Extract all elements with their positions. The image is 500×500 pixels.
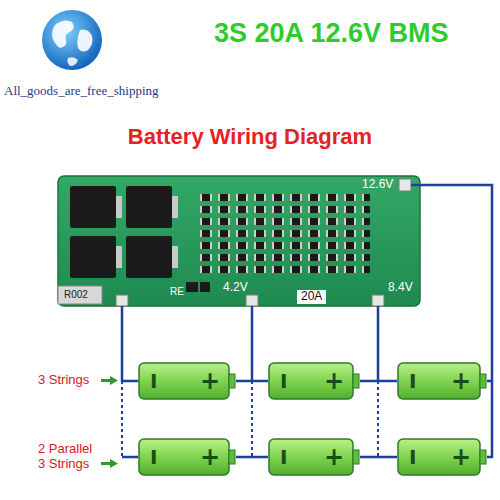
plus-sign: + (324, 367, 344, 395)
row-label: 2 Parallel 3 Strings (38, 442, 100, 472)
minus-sign: I (150, 445, 157, 469)
title: 3S 20A 12.6V BMS (214, 18, 449, 49)
series-wire (360, 456, 397, 459)
current-rating: 20A (297, 290, 326, 304)
plus-sign: + (451, 367, 471, 395)
battery-cell: I+ (268, 438, 360, 476)
series-wire (236, 456, 268, 459)
wires (122, 185, 492, 457)
minus-sign: I (409, 369, 416, 393)
silkscreen-text: RE (170, 286, 184, 298)
globe-logo (42, 10, 102, 70)
series-wire (236, 380, 268, 383)
battery-cell: I+ (268, 362, 360, 400)
battery-cell: I+ (397, 438, 487, 476)
pin-label: 8.4V (388, 281, 413, 295)
battery-cell: I+ (138, 438, 236, 476)
battery-cell: I+ (397, 362, 487, 400)
series-wire (360, 380, 397, 383)
battery-cell: I+ (138, 362, 236, 400)
minus-sign: I (280, 445, 287, 469)
minus-sign: I (280, 369, 287, 393)
plus-sign: + (200, 443, 220, 471)
part-marking: R002 (64, 289, 88, 301)
shop-watermark: All_goods_are_free_shipping (4, 84, 159, 99)
plus-sign: + (451, 443, 471, 471)
pin-label: 12.6V (362, 178, 393, 192)
minus-sign: I (150, 369, 157, 393)
bms-board (58, 176, 420, 306)
row-label: 3 Strings (38, 373, 89, 388)
plus-sign: + (200, 367, 220, 395)
pointer-arrows (101, 376, 118, 468)
subtitle: Battery Wiring Diagram (0, 124, 500, 149)
plus-sign: + (324, 443, 344, 471)
minus-sign: I (409, 445, 416, 469)
pin-label: 4.2V (223, 281, 248, 295)
